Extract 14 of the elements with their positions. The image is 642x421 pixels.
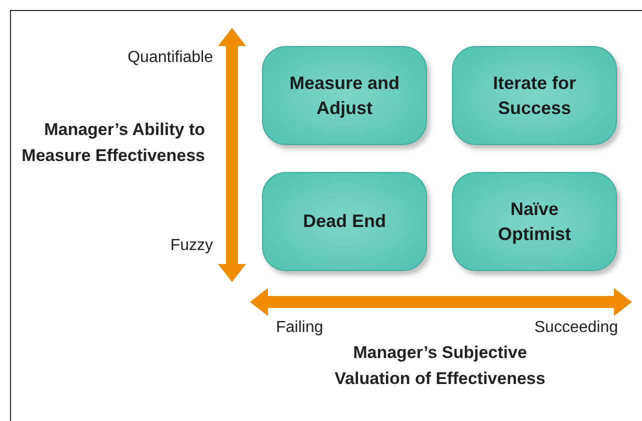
quadrant-box <box>262 46 427 145</box>
quadrant-box <box>452 46 617 145</box>
axis-end-label: Failing <box>276 319 324 337</box>
axis-end-label: Succeeding <box>533 319 618 337</box>
axis-title: Manager’s Ability to Measure Effectiveness <box>20 119 205 167</box>
quadrant-label: Naïve Optimist <box>496 198 572 246</box>
axis-end-label: Fuzzy <box>169 237 213 255</box>
quadrant-box <box>262 172 427 271</box>
quadrant-label: Dead End <box>302 210 387 233</box>
axis-title: Manager’s Subjective Valuation of Effectiveness <box>334 342 546 390</box>
quadrant-label: Iterate for Success <box>492 72 578 120</box>
axis-end-label: Quantifiable <box>126 49 213 67</box>
quadrant-box <box>452 172 617 271</box>
quadrant-label: Measure and Adjust <box>288 72 401 120</box>
